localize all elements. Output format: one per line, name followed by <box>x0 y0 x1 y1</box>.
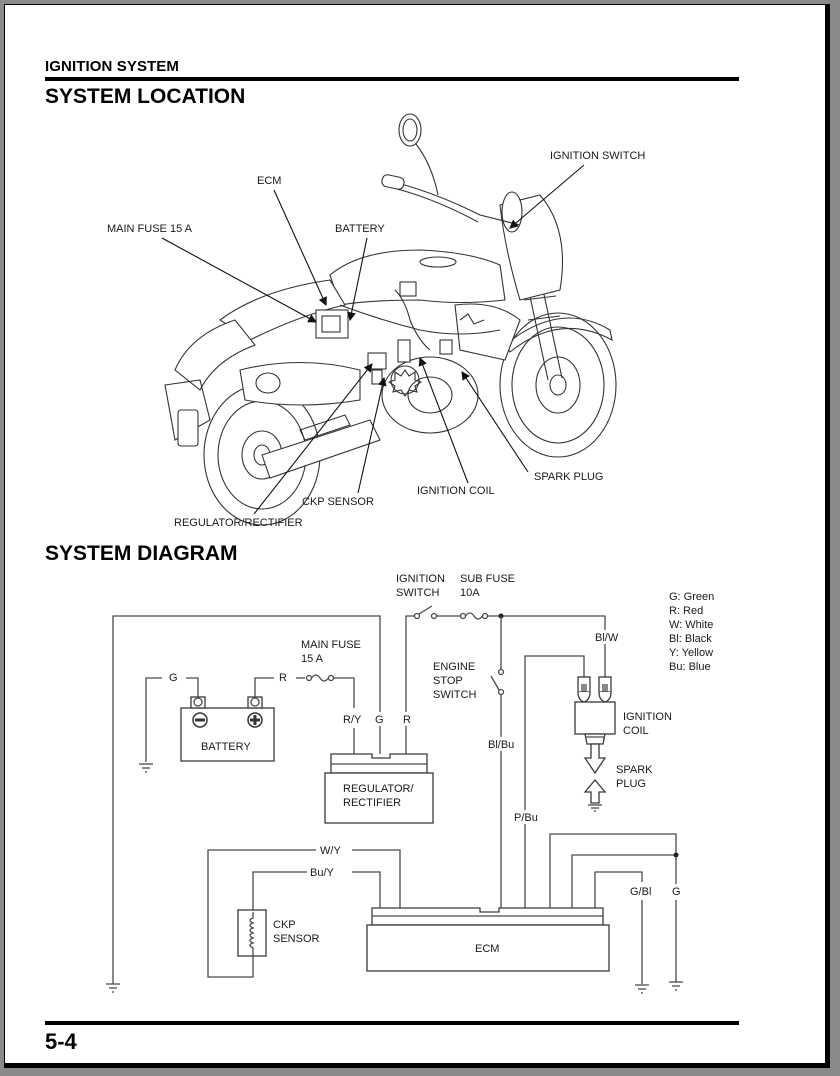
regulator-rectifier-symbol <box>324 753 434 824</box>
wire-ecm-g-2 <box>571 854 676 908</box>
ground-symbol <box>139 763 153 773</box>
wire-label-p-bu: P/Bu <box>514 812 538 824</box>
sub-fuse-label-1: SUB FUSE <box>460 573 515 585</box>
wire-label-g-bl: G/Bl <box>630 886 651 898</box>
leader-ignition-switch <box>509 164 585 229</box>
legend-item: R: Red <box>669 605 703 617</box>
ignition-coil-symbol <box>574 676 616 745</box>
ecm-battery-box <box>315 309 349 339</box>
ckp-label-2: SENSOR <box>273 933 320 945</box>
wire-label-battery-g: G <box>169 672 178 684</box>
callout-ecm: ECM <box>257 175 281 187</box>
motorcycle-illustration <box>164 113 617 526</box>
wire-ecm-g-1 <box>549 833 677 908</box>
engine-stop-switch-symbol <box>490 668 505 696</box>
wire-label-battery-r: R <box>279 672 287 684</box>
section-title: IGNITION SYSTEM <box>45 58 180 75</box>
ignition-coil-label-1: IGNITION <box>623 711 672 723</box>
manual-page: IGNITION SYSTEM SYSTEM LOCATION SYSTEM D… <box>4 4 830 1068</box>
page-number: 5-4 <box>45 1029 77 1054</box>
wire-bu-y <box>252 871 307 912</box>
wire-reg-g-to-ground <box>112 615 381 984</box>
callout-ignition-switch: IGNITION SWITCH <box>550 150 645 162</box>
wire-label-reg-ry: R/Y <box>343 714 362 726</box>
legend-item: Y: Yellow <box>669 647 713 659</box>
callout-labels: ECM MAIN FUSE 15 A BATTERY IGNITION SWIT… <box>107 150 645 529</box>
leader-regulator-rectifier <box>253 363 373 515</box>
mirror <box>398 113 422 147</box>
ignition-switch-label-2: SWITCH <box>396 587 439 599</box>
ecm-symbol <box>366 907 610 972</box>
wire-label-reg-r: R <box>403 714 411 726</box>
svg-text:G: G <box>375 714 384 726</box>
callout-battery: BATTERY <box>335 223 385 235</box>
leader-battery <box>347 237 368 322</box>
system-diagram-heading: SYSTEM DIAGRAM <box>45 542 238 565</box>
leader-ignition-coil <box>418 356 469 484</box>
ignition-switch-symbol <box>413 605 438 620</box>
footer-rule <box>45 1021 739 1025</box>
ckp-label-1: CKP <box>273 919 296 931</box>
legend-item: W: White <box>669 619 713 631</box>
wire-bl-w <box>487 615 606 680</box>
callout-ckp-sensor: CKP SENSOR <box>302 496 374 508</box>
battery-symbol <box>180 696 275 762</box>
leader-main-fuse <box>161 237 317 323</box>
engine-stop-label-1: ENGINE <box>433 661 475 673</box>
leader-ecm <box>273 189 327 307</box>
legend-item: Bl: Black <box>669 633 712 645</box>
system-location-heading: SYSTEM LOCATION <box>45 85 246 108</box>
wire-label-ecm-g: G <box>672 886 681 898</box>
wire-battery-neg-ground <box>145 677 162 762</box>
main-fuse-label-2: 15 A <box>301 653 324 665</box>
regulator-label-1: REGULATOR/ <box>343 783 414 795</box>
leader-spark-plug <box>461 371 529 473</box>
wire-label-bl-w: Bl/W <box>595 632 619 644</box>
regulator-label-2: RECTIFIER <box>343 797 401 809</box>
ecm-label: ECM <box>475 943 499 955</box>
legend-item: Bu: Blue <box>669 661 711 673</box>
wire-reg-r <box>405 615 414 754</box>
spark-plug-symbol <box>583 743 607 812</box>
callout-regulator-rectifier: REGULATOR/RECTIFIER <box>174 517 303 529</box>
wire-p-bu <box>524 655 585 908</box>
callout-spark-plug: SPARK PLUG <box>534 471 604 483</box>
wiring-diagram: BATTERY G R MAIN FUSE 15 A R/Y G G R <box>106 573 714 994</box>
ignition-switch-label-1: IGNITION <box>396 573 445 585</box>
spark-plug-label-2: PLUG <box>616 778 646 790</box>
leader-ckp-sensor <box>357 376 387 494</box>
ground-symbol <box>635 984 649 994</box>
wire-ecm-g-bl <box>594 871 643 908</box>
sub-fuse-symbol <box>459 612 489 620</box>
junction-dot <box>673 852 679 858</box>
front-wheel <box>499 312 617 458</box>
color-legend: G: Green R: Red W: White Bl: Black Y: Ye… <box>669 591 714 673</box>
header-rule <box>45 77 739 81</box>
main-fuse-label-1: MAIN FUSE <box>301 639 361 651</box>
engine-stop-label-2: STOP <box>433 675 463 687</box>
wire-w-y <box>207 849 316 978</box>
sub-fuse-label-2: 10A <box>460 587 480 599</box>
callout-ignition-coil: IGNITION COIL <box>417 485 495 497</box>
ground-symbol <box>669 981 683 991</box>
ground-symbol <box>106 983 120 993</box>
wire-label-w-y: W/Y <box>320 845 341 857</box>
callout-leaders <box>161 164 585 515</box>
wire-label-bl-bu: Bl/Bu <box>488 739 514 751</box>
engine-stop-label-3: SWITCH <box>433 689 476 701</box>
wire-label-bu-y: Bu/Y <box>310 867 335 879</box>
battery-label: BATTERY <box>201 741 251 753</box>
main-fuse-symbol <box>305 674 335 682</box>
spark-plug-label-1: SPARK <box>616 764 653 776</box>
ignition-coil-label-2: COIL <box>623 725 649 737</box>
legend-item: G: Green <box>669 591 714 603</box>
callout-main-fuse: MAIN FUSE 15 A <box>107 223 193 235</box>
ckp-sensor-symbol <box>237 909 267 957</box>
